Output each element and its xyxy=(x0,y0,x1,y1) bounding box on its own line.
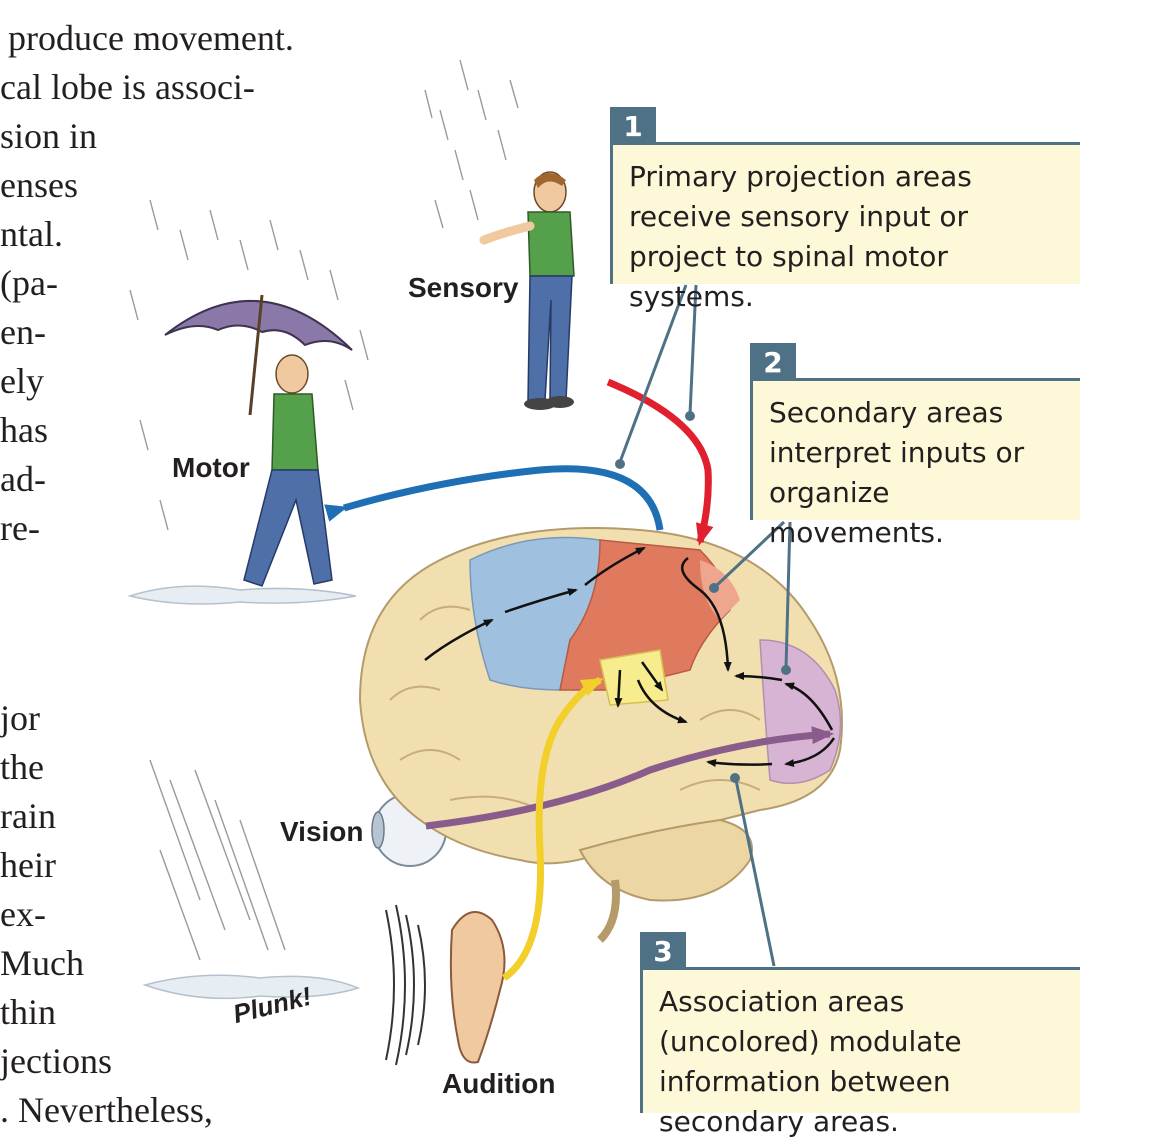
callout-text: Primary projection areas receive sensory… xyxy=(629,160,972,313)
rain-streaks xyxy=(129,59,519,961)
body-text-line: produce movement. xyxy=(8,18,294,58)
body-text-line: jections xyxy=(0,1041,112,1081)
leader-dots xyxy=(615,411,791,783)
callout-primary-projection: 1 Primary projection areas receive senso… xyxy=(610,107,1080,313)
motor-person xyxy=(127,294,357,605)
body-text-line: has xyxy=(0,410,48,450)
puddle-splash xyxy=(142,974,361,1000)
body-text-line: sion in xyxy=(0,116,98,156)
vision-input-arrow xyxy=(425,726,834,830)
body-text-line: (pa- xyxy=(0,263,58,303)
body-text-line: ex- xyxy=(0,894,46,934)
sound-waves xyxy=(385,904,426,1066)
sensory-input-arrow xyxy=(606,378,714,546)
callout-number: 1 xyxy=(610,107,656,145)
sensory-person xyxy=(479,171,575,410)
callout-text: Association areas (uncolored) modulate i… xyxy=(659,985,962,1138)
body-text-line: thin xyxy=(0,992,57,1032)
body-text-line: re- xyxy=(0,508,40,548)
body-text-line: . Nevertheless, xyxy=(0,1090,213,1130)
body-text-line: heir xyxy=(0,845,56,885)
motor-output-arrow xyxy=(324,465,664,531)
motor-label: Motor xyxy=(172,452,250,483)
body-text-line: jor xyxy=(0,698,40,738)
body-text-line: rain xyxy=(0,796,56,836)
body-text-line: ad- xyxy=(0,459,46,499)
vision-label: Vision xyxy=(280,816,364,847)
body-text-line: cal lobe is associ- xyxy=(0,67,255,107)
ear-icon xyxy=(449,911,506,1064)
body-text-line: ntal. xyxy=(0,214,63,254)
callout-number: 3 xyxy=(640,932,686,970)
body-text-line: the xyxy=(0,747,44,787)
callout-number: 2 xyxy=(750,343,796,381)
body-text-column: produce movement. cal lobe is associ- si… xyxy=(0,0,380,1148)
body-text-line: enses xyxy=(0,165,78,205)
callout-leader-lines xyxy=(618,284,792,967)
sensory-label: Sensory xyxy=(408,272,519,303)
brain-illustration xyxy=(358,527,843,943)
audition-input-arrow xyxy=(501,676,604,981)
callout-association-areas: 3 Association areas (uncolored) modulate… xyxy=(640,932,1080,1138)
audition-label: Audition xyxy=(442,1068,556,1099)
body-text-line: ely xyxy=(0,361,44,401)
body-text-line: Much xyxy=(0,943,84,983)
association-arrows xyxy=(424,546,836,768)
body-text-line: en- xyxy=(0,312,46,352)
callout-secondary-areas: 2 Secondary areas interpret inputs or or… xyxy=(750,343,1080,549)
callout-text: Secondary areas interpret inputs or orga… xyxy=(769,396,1025,549)
